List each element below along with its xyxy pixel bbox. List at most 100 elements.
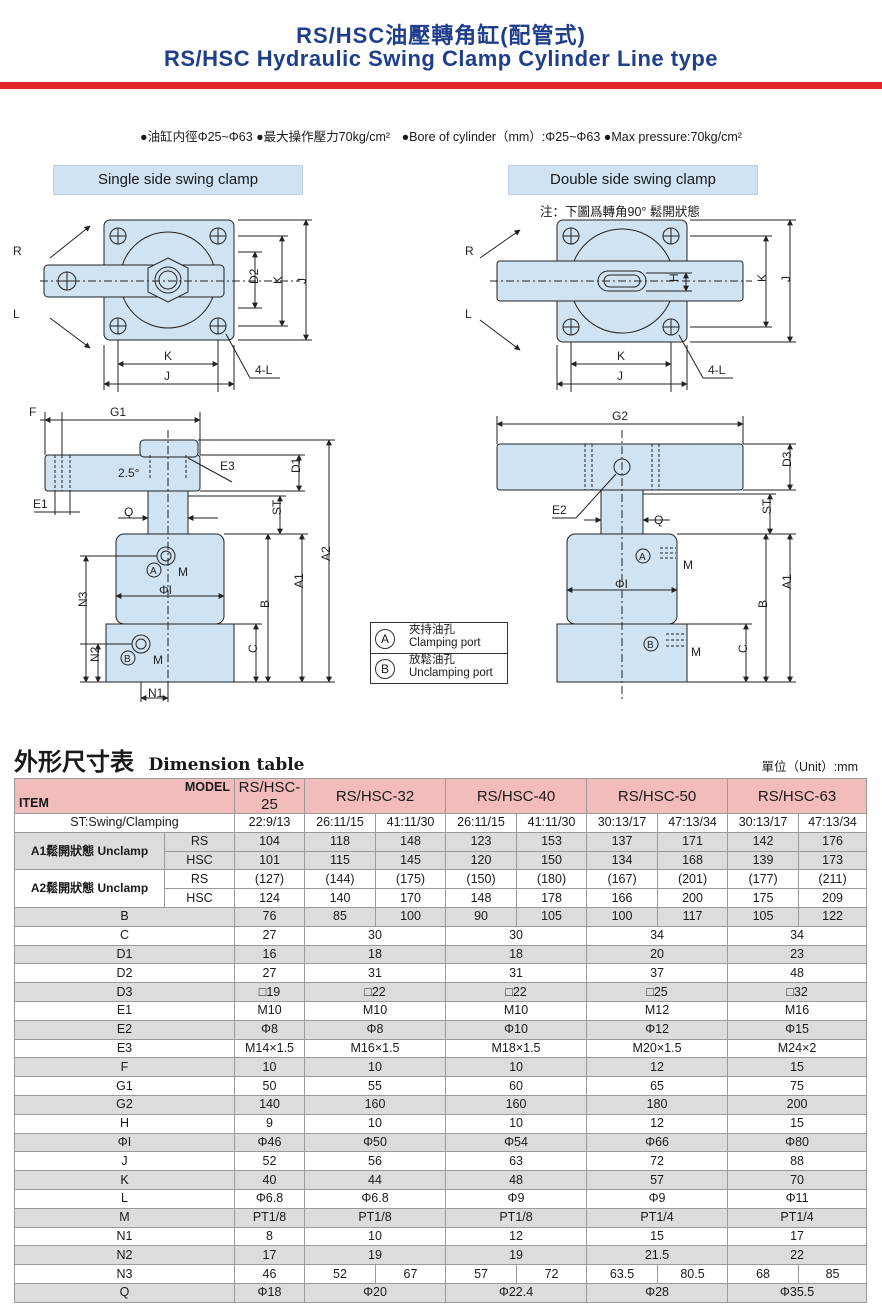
table-cell: 168 (657, 850, 729, 871)
table-cell: 22 (727, 1245, 868, 1266)
lbl-D1: D1 (289, 457, 303, 473)
table-cell: 104 (234, 831, 305, 852)
table-cell: 10 (234, 1057, 305, 1078)
table-cell: 8 (234, 1226, 305, 1247)
lbl-G1: G1 (110, 405, 126, 419)
lbl-M-2: M (153, 653, 163, 667)
table-cell: 142 (727, 831, 800, 852)
row-label: ΦI (14, 1132, 235, 1153)
single-side-label: Single side swing clamp (53, 165, 303, 195)
row-label: D1 (14, 944, 235, 965)
table-cell: Φ50 (303, 1132, 447, 1153)
lbl-Q-2: Q (654, 513, 663, 527)
table-cell: M16 (727, 1000, 868, 1021)
dimension-title-en: Dimension table (148, 755, 305, 775)
table-cell: 180 (586, 1094, 729, 1115)
lbl-D2: D2 (247, 268, 261, 284)
row-label: E3 (14, 1038, 235, 1059)
lbl-J-v2: J (779, 276, 793, 282)
table-cell: 31 (303, 963, 447, 984)
row-label: E1 (14, 1000, 235, 1021)
table-cell: 23 (727, 944, 868, 965)
table-cell: 105 (516, 906, 588, 927)
table-cell: Φ6.8 (234, 1188, 305, 1209)
row-label: H (14, 1113, 235, 1134)
table-cell: (144) (304, 869, 376, 890)
table-cell: 9 (234, 1113, 305, 1134)
double-front-view (496, 416, 796, 700)
table-cell: 60 (445, 1076, 588, 1096)
lbl-ST-1: ST (270, 499, 284, 515)
legend-b-symbol: B (375, 659, 395, 679)
double-side-note: 注：下圖爲轉角90° 鬆開狀態 (540, 205, 700, 219)
table-cell: 70 (727, 1170, 868, 1190)
table-cell: 85 (798, 1264, 868, 1284)
table-cell: Φ12 (586, 1019, 729, 1040)
row-label: D3 (14, 982, 235, 1002)
lbl-J-h1: J (164, 369, 170, 383)
lbl-A1-1: A1 (292, 573, 306, 588)
row-label: A1鬆開狀態 Unclamp (14, 831, 165, 871)
lbl-E2: E2 (552, 503, 567, 517)
technical-drawing: R L D2 K J K J 4-L R L H (13, 219, 796, 702)
table-cell: 37 (586, 963, 729, 984)
lbl-A2: A2 (319, 546, 333, 561)
lbl-R-2: R (465, 244, 474, 258)
table-cell: 122 (798, 906, 868, 927)
legend-a-symbol: A (375, 629, 395, 649)
lbl-PHI-2: ΦI (615, 577, 628, 591)
lbl-H: H (667, 273, 681, 282)
table-cell: 120 (445, 850, 518, 871)
table-cell: Φ15 (727, 1019, 868, 1040)
table-cell: 21.5 (586, 1245, 729, 1266)
lbl-L-2: L (465, 307, 472, 321)
table-cell: 100 (374, 906, 447, 927)
table-cell: M10 (303, 1000, 447, 1021)
table-cell: 26:11/15 (304, 813, 376, 833)
table-cell: 148 (445, 888, 518, 908)
table-cell: M20×1.5 (586, 1038, 729, 1059)
table-cell: HSC (164, 850, 235, 871)
table-cell: RS (164, 869, 235, 890)
table-cell: 200 (727, 1094, 868, 1115)
lbl-E3: E3 (220, 459, 235, 473)
table-cell: 18 (445, 944, 588, 965)
table-cell: M18×1.5 (445, 1038, 588, 1059)
lbl-M-4: M (691, 645, 701, 659)
table-cell: 72 (586, 1151, 729, 1172)
table-cell: PT1/8 (303, 1207, 447, 1228)
row-label: L (14, 1188, 235, 1209)
table-cell: Φ8 (234, 1019, 305, 1040)
lbl-J-h2: J (617, 369, 623, 383)
table-row: D3□19□22□22□25□32 (14, 982, 868, 1002)
port-marks-left (120, 562, 162, 666)
table-cell: Φ10 (445, 1019, 588, 1040)
table-cell: □22 (445, 982, 588, 1002)
table-cell: 19 (445, 1245, 588, 1266)
table-cell: 17 (234, 1245, 305, 1266)
lbl-C-2: C (736, 644, 750, 653)
table-cell: 30 (303, 925, 447, 946)
table-cell: 56 (303, 1151, 447, 1172)
single-front-view (34, 412, 335, 702)
table-cell: 68 (727, 1264, 800, 1284)
table-cell: 105 (727, 906, 800, 927)
table-cell: 175 (727, 888, 800, 908)
row-label: Q (14, 1282, 235, 1303)
lbl-port-A-1: A (150, 566, 157, 577)
table-cell: (211) (798, 869, 868, 890)
table-cell: 52 (234, 1151, 305, 1172)
table-cell: 10 (445, 1057, 588, 1078)
table-cell: 160 (445, 1094, 588, 1115)
table-cell: 166 (586, 888, 659, 908)
table-cell: PT1/8 (445, 1207, 588, 1228)
item-label: ITEM (19, 796, 49, 810)
